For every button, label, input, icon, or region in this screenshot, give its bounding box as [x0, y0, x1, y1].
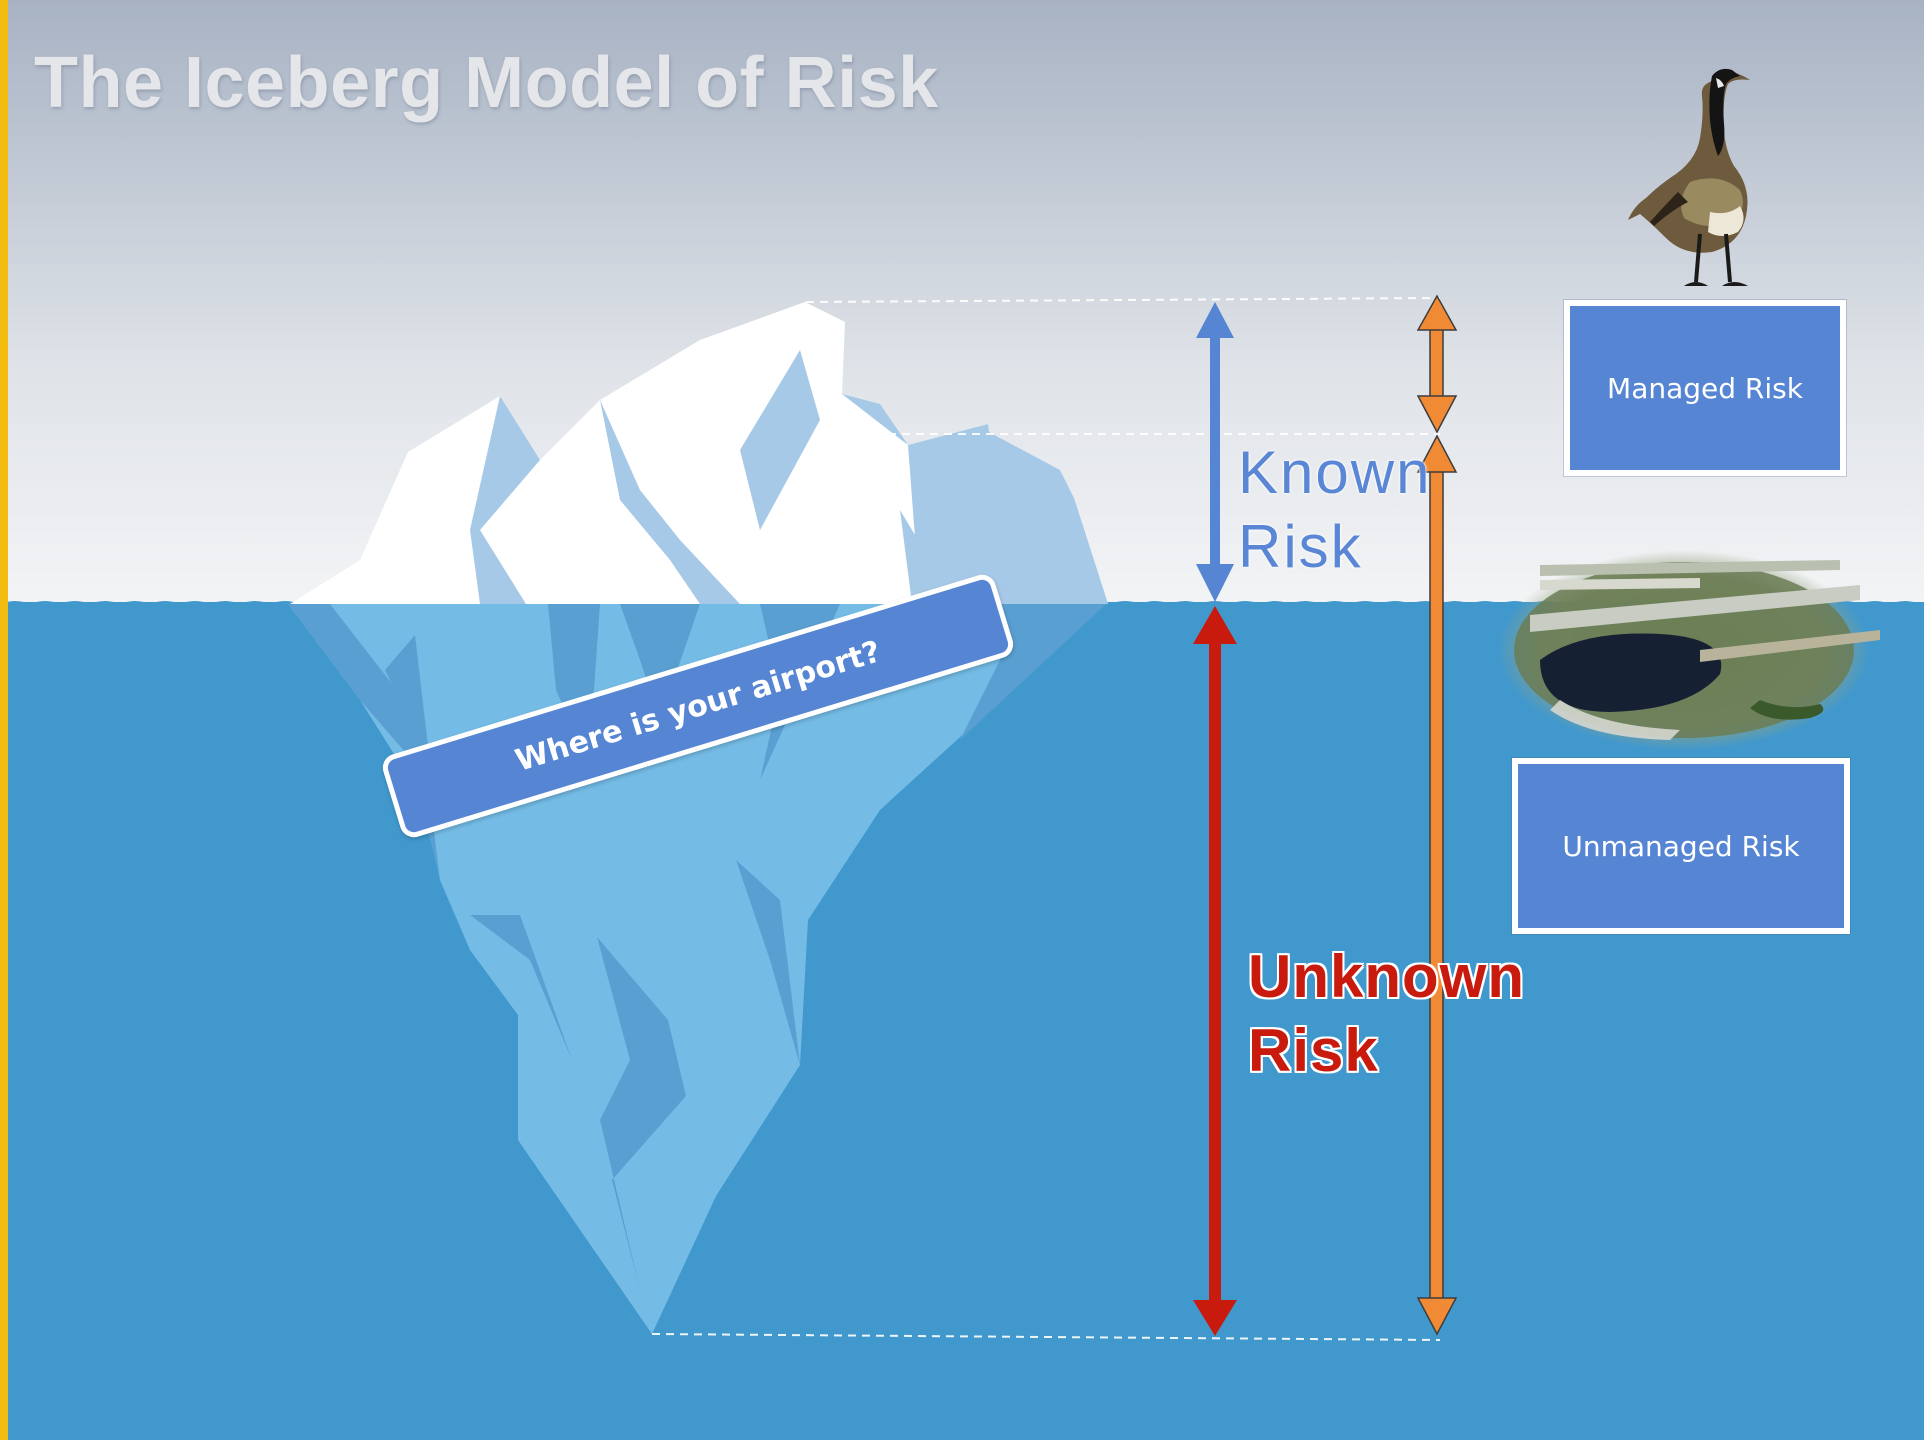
- water: [0, 602, 1924, 1440]
- slide-frame-edge: [0, 0, 8, 1440]
- canada-goose-icon: [1628, 68, 1750, 286]
- managed-risk-box: Managed Risk: [1564, 300, 1846, 476]
- airport-pond-aerial-image: [1498, 550, 1880, 750]
- known-risk-label-line2: Risk: [1238, 513, 1363, 580]
- unmanaged-risk-box: Unmanaged Risk: [1512, 758, 1850, 934]
- iceberg-tip: [290, 302, 1108, 604]
- unknown-risk-label-line2: Risk: [1248, 1017, 1379, 1084]
- unknown-risk-label-line1: Unknown: [1248, 943, 1525, 1010]
- unmanaged-risk-label: Unmanaged Risk: [1562, 829, 1800, 863]
- total-risk-arrow: [1416, 294, 1458, 1336]
- managed-risk-label: Managed Risk: [1607, 371, 1803, 405]
- known-risk-label-line1: Known: [1238, 439, 1432, 506]
- unknown-risk-label: Unknown Risk: [1248, 940, 1525, 1088]
- known-risk-arrow: [1196, 302, 1234, 602]
- unknown-risk-arrow: [1193, 606, 1237, 1336]
- guide-lines: [651, 297, 1441, 1341]
- slide-title: The Iceberg Model of Risk: [34, 43, 939, 123]
- known-risk-label: Known Risk: [1238, 436, 1431, 584]
